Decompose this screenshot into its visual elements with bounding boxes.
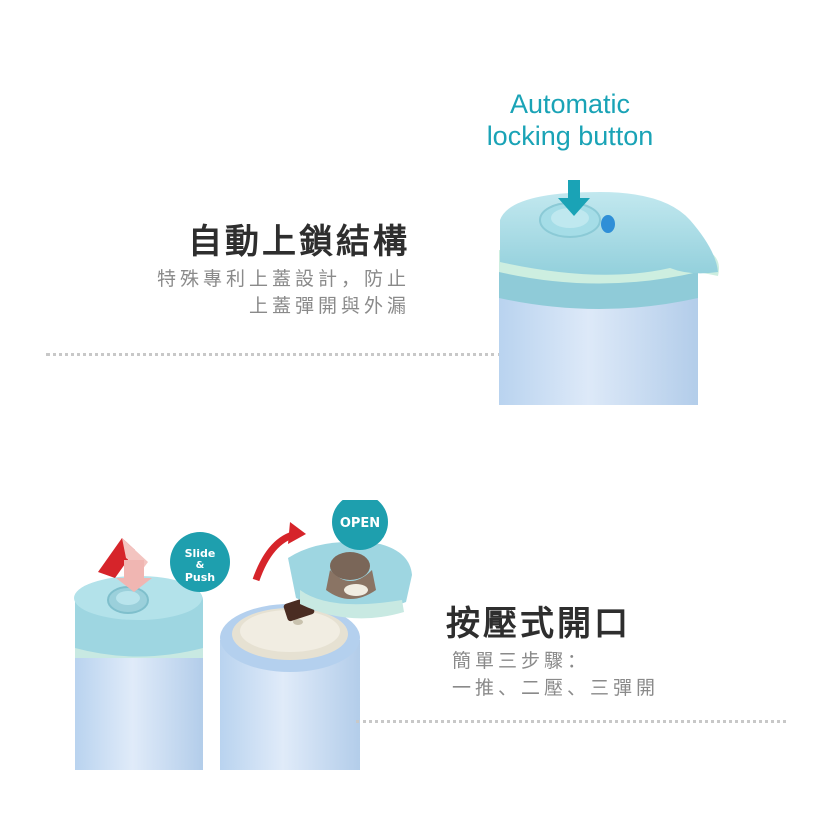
auto-lock-desc-line-2: 上蓋彈開與外漏: [248, 295, 410, 317]
push-open-desc-line-1: 簡單三步驟：: [452, 650, 591, 672]
dotted-divider-bottom: [356, 720, 786, 723]
badge-amp-label: &: [196, 560, 205, 571]
automatic-locking-callout: Automatic locking button: [455, 88, 685, 152]
dotted-divider-top: [46, 353, 502, 356]
bottle-lid-closeup: [499, 180, 719, 405]
callout-line-2: locking button: [486, 121, 654, 151]
badge-push-label: Push: [185, 571, 215, 584]
push-open-title: 按壓式開口: [446, 604, 631, 644]
auto-lock-desc-line-1: 特殊專利上蓋設計，防止: [156, 268, 410, 290]
push-open-description: 簡單三步驟： 一推、二壓、三彈開: [452, 648, 792, 702]
slide-push-badge: [170, 532, 230, 592]
badge-open-label: OPEN: [340, 516, 380, 531]
auto-lock-description: 特殊專利上蓋設計，防止 上蓋彈開與外漏: [60, 266, 410, 320]
badge-slide-label: Slide: [185, 547, 216, 560]
push-open-desc-line-2: 一推、二壓、三彈開: [452, 677, 660, 699]
open-badge: [332, 500, 388, 550]
callout-line-1: Automatic: [509, 89, 631, 119]
auto-lock-title: 自動上鎖結構: [188, 222, 410, 262]
bottle-open-steps-illustration: Slide & Push OPEN: [74, 500, 412, 770]
